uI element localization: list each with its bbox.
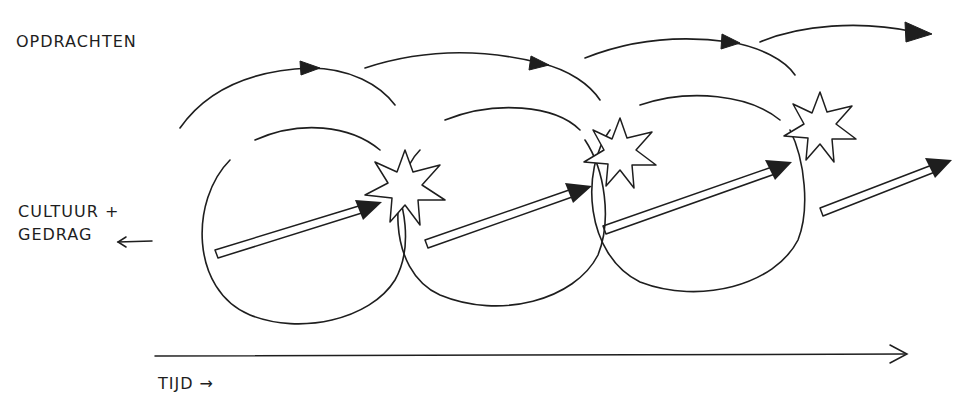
loop (445, 108, 580, 130)
leader-line (118, 241, 152, 242)
arrowhead (565, 183, 592, 203)
arrowhead (300, 61, 320, 75)
loop (398, 140, 605, 306)
series-label: OPDRACHTEN (16, 30, 137, 53)
axis-label: TIJD → (158, 372, 214, 395)
leader-arrowhead (118, 237, 126, 247)
arrowhead (765, 160, 792, 180)
behaviour-arrow (820, 165, 935, 216)
star-burst (784, 92, 856, 162)
arrowhead (529, 56, 549, 70)
assignment-arc (585, 39, 795, 75)
loop (202, 160, 405, 324)
assignment-arc (365, 53, 600, 100)
loop (255, 128, 380, 150)
arrowhead (721, 34, 740, 49)
assignment-arc (760, 25, 915, 42)
arrowhead (905, 22, 932, 42)
loop (640, 96, 780, 120)
arrowhead (355, 200, 382, 220)
star-burst (584, 118, 656, 188)
axis-label: CULTUUR + GEDRAG (18, 200, 122, 246)
behaviour-arrow (425, 189, 575, 248)
behaviour-arrow (215, 205, 365, 258)
arrowhead (925, 158, 952, 178)
assignment-arc (180, 68, 395, 128)
time-axis-head (890, 345, 907, 363)
star-burst (365, 150, 445, 225)
time-axis (155, 354, 905, 356)
